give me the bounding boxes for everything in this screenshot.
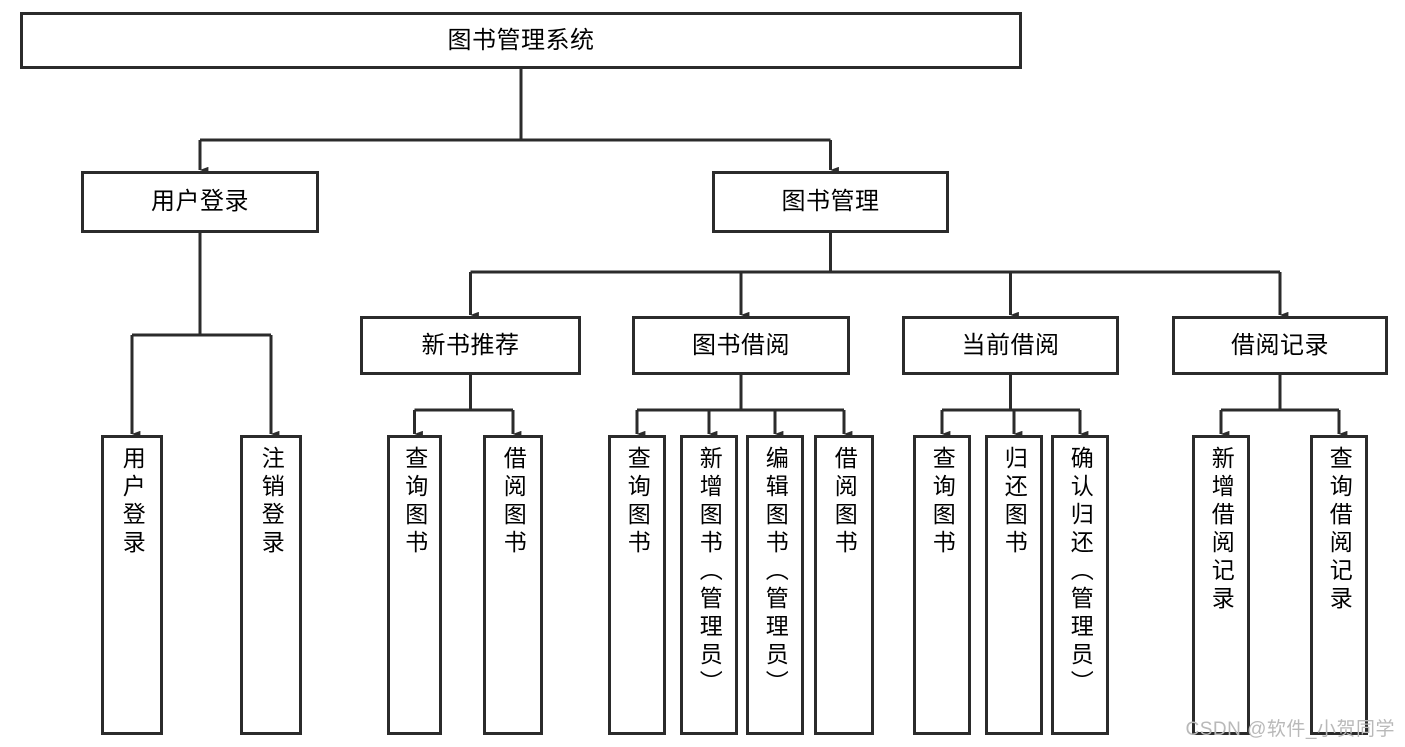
node-label: 新增借阅记录	[1208, 446, 1235, 614]
node-leaf-6[interactable]: 新增图书（管理员）	[680, 435, 738, 735]
node-label: 查询图书	[929, 446, 956, 558]
node-leaf-3[interactable]: 查询图书	[387, 435, 442, 735]
node-bookmgmt[interactable]: 图书管理	[712, 171, 949, 233]
node-leaf-4[interactable]: 借阅图书	[483, 435, 543, 735]
watermark-text: CSDN @软件_小贺同学	[1185, 719, 1395, 740]
node-leaf-2[interactable]: 注销登录	[240, 435, 302, 735]
node-label: 图书管理系统	[447, 26, 595, 54]
node-current[interactable]: 当前借阅	[902, 316, 1119, 375]
node-leaf-10[interactable]: 归还图书	[985, 435, 1043, 735]
node-borrow[interactable]: 图书借阅	[632, 316, 850, 375]
node-label: 新增图书（管理员）	[696, 446, 723, 698]
node-label: 图书借阅	[692, 331, 790, 359]
node-label: 查询借阅记录	[1326, 446, 1353, 614]
node-label: 当前借阅	[961, 331, 1060, 359]
node-label: 查询图书	[624, 446, 651, 558]
node-records[interactable]: 借阅记录	[1172, 316, 1388, 375]
node-label: 用户登录	[151, 188, 249, 216]
node-label: 编辑图书（管理员）	[762, 446, 789, 698]
node-newbook[interactable]: 新书推荐	[360, 316, 581, 375]
node-leaf-12[interactable]: 新增借阅记录	[1192, 435, 1250, 735]
node-label: 查询图书	[401, 446, 428, 558]
node-label: 注销登录	[258, 446, 285, 558]
node-root[interactable]: 图书管理系统	[20, 12, 1022, 69]
node-label: 确认归还（管理员）	[1067, 446, 1094, 698]
node-label: 归还图书	[1001, 446, 1028, 558]
node-leaf-13[interactable]: 查询借阅记录	[1310, 435, 1368, 735]
node-label: 图书管理	[781, 188, 880, 216]
node-leaf-11[interactable]: 确认归还（管理员）	[1051, 435, 1109, 735]
node-leaf-9[interactable]: 查询图书	[913, 435, 971, 735]
node-label: 借阅图书	[831, 446, 858, 558]
node-leaf-1[interactable]: 用户登录	[101, 435, 163, 735]
node-leaf-7[interactable]: 编辑图书（管理员）	[746, 435, 804, 735]
node-login[interactable]: 用户登录	[81, 171, 319, 233]
node-label: 用户登录	[119, 446, 146, 558]
node-leaf-5[interactable]: 查询图书	[608, 435, 666, 735]
node-label: 新书推荐	[421, 331, 520, 359]
node-leaf-8[interactable]: 借阅图书	[814, 435, 874, 735]
node-label: 借阅记录	[1231, 331, 1329, 359]
node-label: 借阅图书	[500, 446, 527, 558]
